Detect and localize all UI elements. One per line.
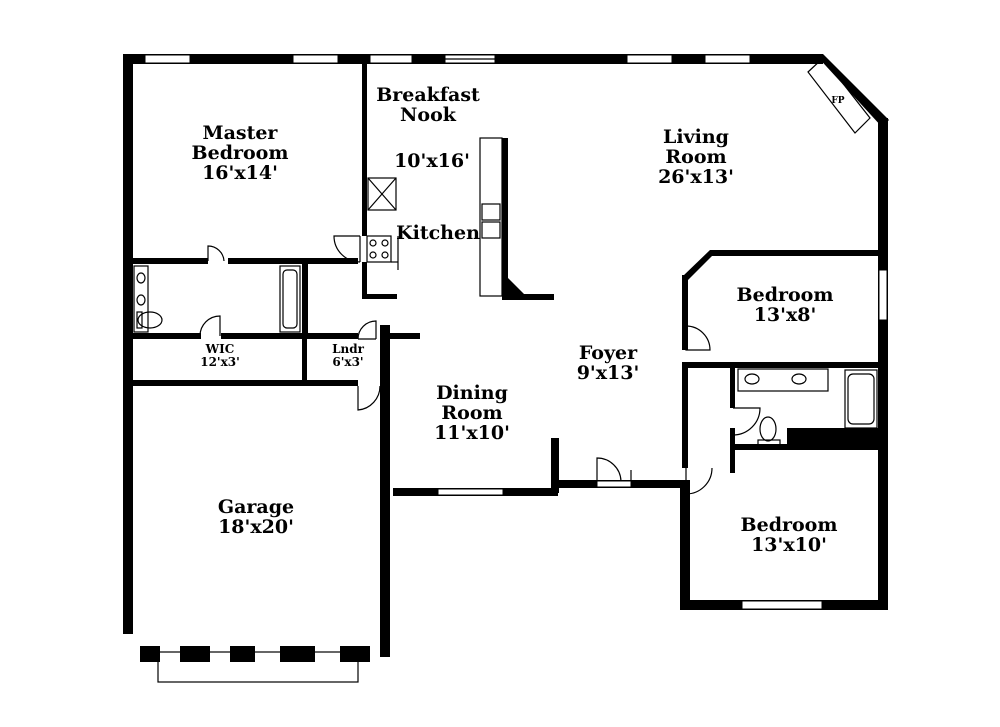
room-wic: WIC 12'x3': [190, 343, 250, 368]
room-size: 9'x13': [576, 361, 640, 384]
room-bedroom-2: Bedroom 13'x8': [720, 284, 850, 326]
room-bedroom-3: Bedroom 13'x10': [724, 514, 854, 556]
room-laundry: Lndr 6'x3': [318, 343, 378, 368]
room-garage: Garage 18'x20': [196, 496, 316, 538]
room-name: Bedroom: [740, 514, 838, 536]
room-size: 13'x10': [751, 533, 827, 556]
room-dining-room: Dining Room 11'x10': [412, 382, 532, 444]
room-size: 18'x20': [218, 515, 294, 538]
room-name-line1: Living: [663, 126, 729, 148]
room-name-line2: Room: [665, 145, 727, 168]
windows: [144, 54, 888, 610]
room-name: Garage: [217, 496, 295, 518]
room-living-room: Living Room 26'x13': [636, 126, 756, 188]
interior-walls: [133, 64, 880, 473]
room-name-line1: Breakfast: [376, 84, 480, 106]
room-kitchen: Kitchen: [396, 222, 480, 244]
room-name-line1: Dining: [436, 382, 508, 404]
room-name: Bedroom: [736, 284, 834, 306]
fireplace-label: FP: [831, 96, 845, 106]
room-size: 6'x3': [332, 354, 364, 369]
fixtures: [133, 57, 878, 683]
room-name-line2: Room: [441, 401, 503, 424]
room-name-line2: Bedroom: [191, 141, 289, 164]
room-size: 16'x14': [202, 161, 278, 184]
room-name-line2: Nook: [400, 103, 456, 126]
breakfast-nook-size: 10'x16': [394, 150, 470, 172]
room-name: Lndr: [332, 342, 364, 356]
room-size: 12'x3': [200, 354, 240, 369]
room-name-line1: Master: [202, 122, 278, 144]
room-name: WIC: [205, 342, 235, 356]
room-breakfast-nook: Breakfast Nook: [368, 84, 488, 126]
room-master-bedroom: Master Bedroom 16'x14': [180, 122, 300, 184]
room-size: 11'x10': [434, 421, 510, 444]
doors: [199, 235, 761, 495]
room-foyer: Foyer 9'x13': [558, 342, 658, 384]
room-size: 13'x8': [753, 303, 817, 326]
room-size: 26'x13': [658, 165, 734, 188]
room-name: Foyer: [578, 342, 638, 364]
